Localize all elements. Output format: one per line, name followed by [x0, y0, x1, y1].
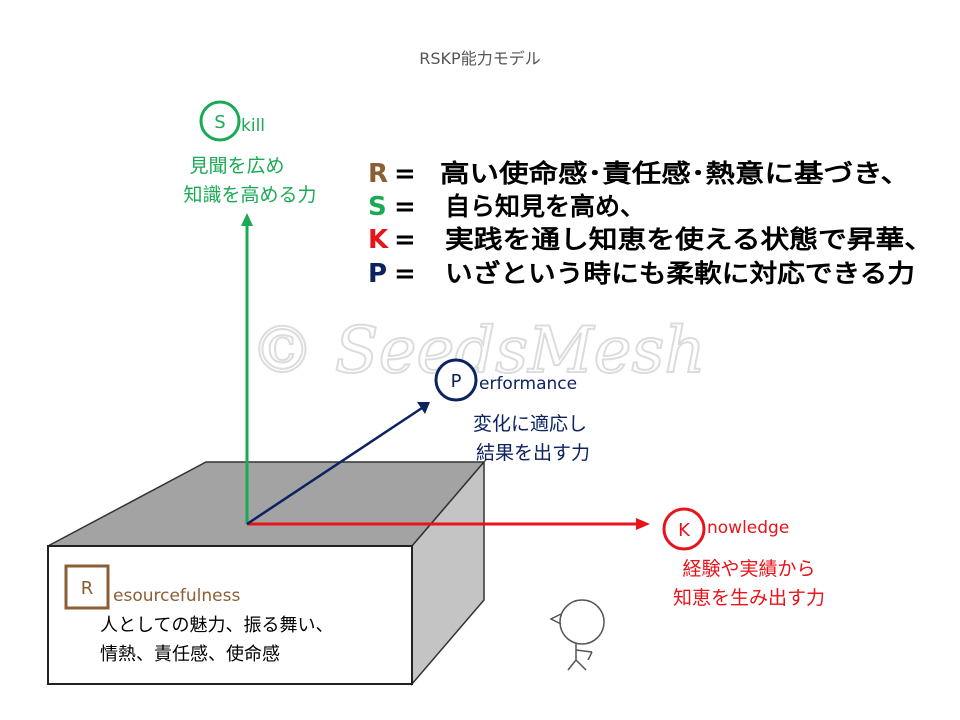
- performance-circle: [434, 358, 478, 402]
- legend-k-eq: =: [394, 225, 416, 255]
- performance-desc-line-2: 結果を出す力: [476, 442, 590, 464]
- page-title: RSKP能力モデル: [419, 49, 540, 68]
- resourcefulness-desc-line-2: 情熱、責任感、使命感: [100, 644, 280, 665]
- knowledge-letter: K: [678, 520, 691, 541]
- legend-p-key: P: [368, 259, 387, 289]
- performance-axis: [246, 406, 423, 526]
- legend-r-text: 高い使命感･責任感･熱意に基づき、: [440, 159, 910, 188]
- skill-desc-line-1: 見聞を広め: [189, 155, 284, 177]
- knowledge-rest: nowledge: [707, 518, 789, 538]
- resourcefulness-square: [64, 564, 110, 610]
- legend-s-text: 自ら知見を高め、: [445, 192, 645, 221]
- resourcefulness-rest: esourcefulness: [113, 586, 240, 606]
- knowledge-desc-line-2: 知恵を生み出す力: [673, 587, 825, 609]
- legend-s-eq: =: [394, 192, 416, 222]
- skill-desc-line-2: 知識を高める力: [183, 184, 316, 206]
- resourcefulness-desc-line-1: 人としての魅力、振る舞い、: [100, 615, 333, 636]
- legend-p-eq: =: [394, 259, 416, 289]
- legend-p-text: いざという時にも柔軟に対応できる力: [445, 259, 915, 288]
- knowledge-arrowhead: [636, 518, 650, 530]
- legend: R = 高い使命感･責任感･熱意に基づき、 S = 自ら知見を高め、 K = 実…: [368, 159, 933, 289]
- skill-letter: S: [214, 112, 225, 133]
- resourcefulness-letter: R: [81, 578, 94, 599]
- box-top-face: [47, 461, 486, 547]
- stick-figure-icon: [549, 599, 605, 671]
- skill-rest: kill: [241, 116, 265, 136]
- performance-desc-line-1: 変化に適応し: [473, 413, 587, 435]
- skill-arrowhead: [241, 213, 253, 226]
- performance-arrowhead: [417, 402, 430, 414]
- performance-rest: erformance: [479, 374, 577, 394]
- watermark-text: © SeedsMesh: [250, 314, 705, 388]
- legend-k-key: K: [368, 225, 389, 255]
- legend-r-eq: =: [394, 159, 416, 189]
- legend-s-key: S: [368, 192, 387, 222]
- knowledge-desc-line-1: 経験や実績から: [682, 558, 815, 580]
- resourcefulness-label: R esourcefulness 人としての魅力、振る舞い、 情熱、責任感、使命…: [64, 564, 333, 665]
- legend-k-text: 実践を通し知恵を使える状態で昇華、: [445, 225, 933, 254]
- skill-circle: [199, 100, 241, 142]
- performance-label: P erformance 変化に適応し 結果を出す力: [434, 358, 590, 464]
- skill-label: S kill 見聞を広め 知識を高める力: [183, 100, 317, 206]
- legend-r-key: R: [368, 159, 388, 189]
- performance-letter: P: [451, 371, 462, 392]
- knowledge-circle: [662, 507, 706, 551]
- knowledge-label: K nowledge 経験や実績から 知恵を生み出す力: [662, 507, 825, 609]
